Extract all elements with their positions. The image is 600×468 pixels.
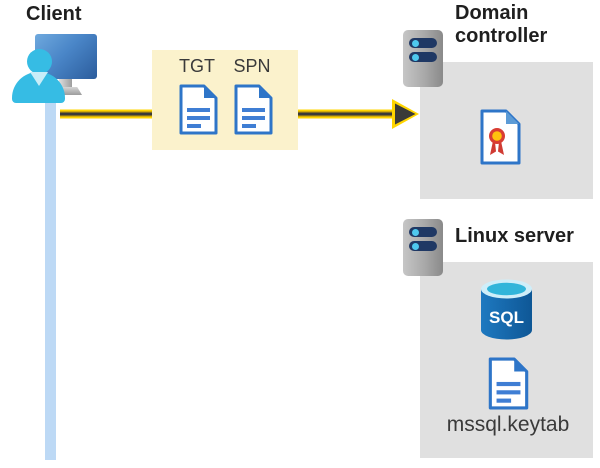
- keytab-document-icon: [488, 357, 529, 410]
- arrowhead-icon: [392, 99, 419, 129]
- sql-text: SQL: [489, 308, 524, 327]
- client-connection-line: [45, 88, 56, 460]
- keytab-label: mssql.keytab: [446, 413, 570, 436]
- client-title: Client: [26, 3, 82, 25]
- user-collar: [30, 72, 48, 86]
- spn-document-icon: [234, 84, 273, 135]
- tgt-label: TGT: [179, 56, 215, 76]
- certificate-icon: [480, 109, 521, 165]
- user-head: [27, 49, 52, 74]
- ticket-box: TGT SPN: [152, 50, 298, 150]
- spn-label: SPN: [233, 56, 271, 76]
- monitor-stand: [59, 79, 72, 88]
- linux-server-title: Linux server: [455, 225, 574, 247]
- domain-controller-box: [420, 62, 593, 199]
- tgt-document-icon: [179, 84, 218, 135]
- linux-server-icon: [403, 219, 443, 276]
- linux-server-box: SQL mssql.keytab: [420, 262, 593, 458]
- monitor-stand-base: [50, 87, 82, 95]
- sql-database-icon: SQL: [481, 279, 532, 340]
- domain-controller-server-icon: [403, 30, 443, 87]
- domain-controller-title: Domain controller: [455, 2, 548, 47]
